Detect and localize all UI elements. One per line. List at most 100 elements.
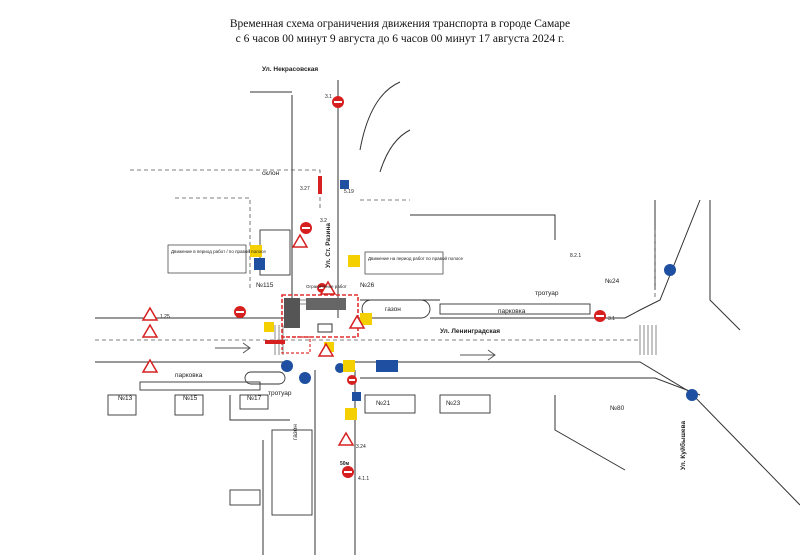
- building-lower-small: [229, 489, 261, 506]
- yellow-sign-icon: [250, 245, 262, 257]
- blue-sign-icon: [686, 389, 698, 401]
- arrow-right: [460, 349, 496, 361]
- blue-sign-icon: [299, 372, 311, 384]
- yellow-sign-icon: [324, 342, 334, 352]
- dashed-mid-left: [175, 197, 251, 290]
- road-works-sign-icon: [337, 431, 355, 446]
- label-gazon: газон: [385, 306, 401, 313]
- street-label-st-razina: Ул. Ст. Разина: [325, 223, 332, 268]
- dashed-upper-left: [130, 169, 321, 210]
- label-parkovka: парковка: [498, 308, 526, 315]
- lower-left-block: [229, 395, 290, 421]
- building-number: №26: [360, 282, 375, 289]
- note-box-left-frame: [167, 244, 247, 274]
- label-parkovka-2: парковка: [175, 372, 203, 379]
- no-entry-sign-icon: [234, 306, 246, 318]
- lower-right-block: [554, 395, 626, 471]
- building-number: №17: [247, 395, 262, 402]
- no-entry-sign-icon: [300, 222, 312, 234]
- blue-direction-sign-icon: [254, 258, 265, 270]
- label-trotuar-2: тротуар: [268, 390, 292, 397]
- building-number: №24: [605, 278, 620, 285]
- sign-code: 5.19: [344, 189, 354, 195]
- road-inner-south: [360, 377, 701, 396]
- building-number: №13: [118, 395, 133, 402]
- building-number: №80: [610, 405, 625, 412]
- island-left: [244, 371, 286, 385]
- street-label-nekrasovskaya: Ул. Некрасовская: [262, 66, 318, 73]
- road-edge-south-east: [355, 361, 800, 506]
- yellow-sign-icon: [345, 408, 357, 420]
- building-left-3: [239, 394, 269, 410]
- buildings: [107, 229, 491, 516]
- islands: [139, 299, 591, 391]
- sign-code: 3.27: [300, 186, 310, 192]
- dashed-lines: [95, 169, 656, 341]
- upper-right-area: [410, 214, 556, 240]
- sign-code: 50м: [340, 461, 350, 467]
- no-entry-sign-icon: [347, 375, 357, 385]
- arrow-left: [215, 342, 251, 354]
- work-zone: [281, 294, 359, 338]
- building-left-1: [107, 394, 137, 416]
- no-entry-sign-icon: [594, 310, 606, 322]
- title-line-1: Временная схема ограничения движения тра…: [229, 18, 571, 30]
- building-right-2: [439, 394, 491, 414]
- upper-right-edge: [379, 129, 411, 173]
- road-works-sign-icon: [141, 306, 159, 321]
- building-number: №115: [256, 282, 274, 289]
- warning-signs: [141, 233, 366, 446]
- no-entry-sign-icon: [342, 466, 354, 478]
- road-works-sign-icon: [291, 233, 309, 248]
- nekrasovskaya-curve: [359, 81, 401, 151]
- road-works-sign-icon: [348, 314, 366, 329]
- building-right-1: [364, 394, 416, 414]
- building-number: №15: [183, 395, 198, 402]
- blue-round-signs: [254, 180, 698, 401]
- kuibysheva-edge: [709, 200, 741, 331]
- blue-sign-icon: [281, 360, 293, 372]
- note-bottom: Ограничение работ: [306, 284, 347, 289]
- yellow-sign-icon: [264, 322, 274, 332]
- sign-code: 3.1: [608, 316, 615, 322]
- work-zone-block-2: [306, 298, 346, 310]
- label-sklon: склон: [262, 170, 280, 177]
- building-lower: [271, 429, 313, 516]
- direction-arrows: [215, 342, 496, 361]
- blue-square-sign-icon: [352, 392, 361, 401]
- work-zone-block: [284, 298, 300, 328]
- island-gazon: [361, 299, 431, 319]
- label-gazon-2: газон: [292, 424, 299, 440]
- sign-code: 4.1.1: [358, 476, 369, 482]
- parking-right: [439, 303, 591, 315]
- road-edges: [95, 80, 800, 555]
- road-works-sign-icon: [319, 280, 337, 295]
- building-left-2: [174, 394, 204, 416]
- no-entry-signs: [234, 96, 606, 478]
- road-works-sign-icon: [141, 358, 159, 373]
- road-works-sign-icon: [141, 323, 159, 338]
- crosswalk-east: [639, 325, 657, 355]
- yellow-signs: [250, 245, 372, 420]
- sign-code: 3.24: [356, 444, 366, 450]
- work-zone-south: [281, 336, 311, 354]
- street-label-kuibysheva: Ул. Куйбышева: [679, 421, 687, 470]
- map-labels: Ул. Некрасовская Ул. Ст. Разина Ул. Лени…: [118, 66, 687, 482]
- title-line-2: с 6 часов 00 минут 9 августа до 6 часов …: [235, 33, 565, 45]
- building-number: №23: [446, 400, 461, 407]
- street-label-leningradskaya: Ул. Ленинградская: [440, 328, 500, 335]
- road-edge-north-far: [430, 199, 701, 319]
- vehicle: [317, 323, 333, 333]
- sign-code: 3.1: [325, 94, 332, 100]
- yellow-sign-icon: [360, 313, 372, 325]
- yellow-sign-icon: [348, 255, 360, 267]
- sign-code: 3.2: [320, 218, 327, 224]
- building-number: №21: [376, 400, 391, 407]
- road-works-sign-icon: [317, 342, 335, 357]
- barrier-pole-icon: [318, 176, 322, 194]
- sign-code: 8.2.1: [570, 253, 581, 259]
- blue-direction-sign-icon: [376, 360, 398, 372]
- barrier-icon: [265, 340, 285, 344]
- label-trotuar: тротуар: [535, 290, 559, 297]
